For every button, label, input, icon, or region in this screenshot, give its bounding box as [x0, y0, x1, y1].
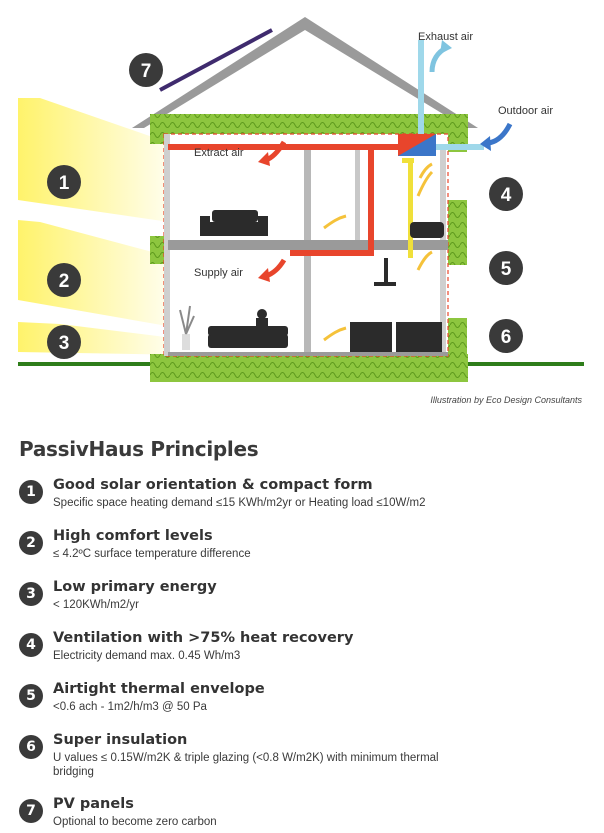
principle-title: Good solar orientation & compact form: [53, 477, 373, 493]
marker-5: 5: [489, 251, 523, 285]
exhaust-arrow: [429, 40, 452, 73]
page-title: PassivHaus Principles: [19, 437, 259, 461]
principle-description: ≤ 4.2ºC surface temperature difference: [53, 548, 251, 560]
svg-text:5: 5: [501, 259, 512, 280]
outdoor-air-label: Outdoor air: [498, 105, 553, 117]
floor-slab: [168, 240, 448, 250]
sofa-upstairs: [200, 210, 268, 236]
svg-text:1: 1: [59, 173, 70, 194]
mvhr-unit: [398, 134, 436, 156]
marker-7: 7: [129, 53, 163, 87]
principle-title: Super insulation: [53, 732, 188, 748]
principle-title: Ventilation with >75% heat recovery: [53, 630, 354, 646]
sofa-downstairs: [208, 309, 288, 348]
marker-1: 1: [47, 165, 81, 199]
principle-number: 4: [19, 633, 43, 657]
outdoor-arrow: [480, 122, 513, 151]
extract-air-label: Extract air: [194, 147, 244, 159]
principle-description: Specific space heating demand ≤15 KWh/m2…: [53, 497, 426, 509]
passivhaus-house-illustration: Exhaust air Outdoor air Extract air Supp…: [18, 17, 584, 382]
principle-description: < 120KWh/m2/yr: [53, 599, 139, 611]
svg-text:7: 7: [141, 61, 152, 82]
principle-title: Low primary energy: [53, 579, 217, 595]
marker-6: 6: [489, 319, 523, 353]
principle-description: Electricity demand max. 0.45 Wh/m3: [53, 650, 241, 662]
exhaust-air-label: Exhaust air: [418, 31, 473, 43]
ventilation-ducts: [168, 40, 484, 258]
principle-title: PV panels: [53, 796, 134, 812]
principle-number: 2: [19, 531, 43, 555]
principle-description: U values ≤ 0.15W/m2K & triple glazing (<…: [53, 752, 439, 778]
svg-text:2: 2: [59, 271, 70, 292]
extract-arrow: [258, 140, 287, 166]
kitchen-units: [350, 322, 442, 352]
principle-description: <0.6 ach - 1m2/h/m3 @ 50 Pa: [53, 701, 207, 713]
marker-2: 2: [47, 263, 81, 297]
svg-text:4: 4: [501, 185, 512, 206]
bathroom: [374, 222, 444, 286]
marker-4: 4: [489, 177, 523, 211]
plant: [179, 305, 195, 350]
svg-text:6: 6: [501, 327, 512, 348]
principle-number: 1: [19, 480, 43, 504]
principle-title: High comfort levels: [53, 528, 213, 544]
pv-panel: [159, 28, 273, 92]
interior-wall: [304, 150, 311, 240]
supply-air-label: Supply air: [194, 267, 243, 279]
principle-title: Airtight thermal envelope: [53, 681, 265, 697]
warm-air-arrows: [323, 162, 434, 342]
principle-number: 6: [19, 735, 43, 759]
principle-number: 5: [19, 684, 43, 708]
principle-description: Optional to become zero carbon: [53, 816, 217, 828]
marker-3: 3: [47, 325, 81, 359]
supply-arrow: [258, 258, 287, 282]
illustration-credit: Illustration by Eco Design Consultants: [430, 395, 582, 405]
principle-number: 7: [19, 799, 43, 823]
principle-number: 3: [19, 582, 43, 606]
svg-text:3: 3: [59, 333, 70, 354]
